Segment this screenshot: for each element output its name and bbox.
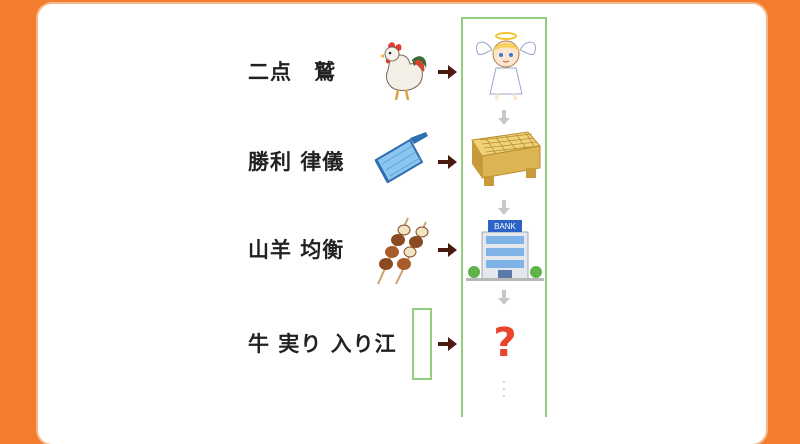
puzzle-row-2: 勝利 律儀 (0, 131, 800, 192)
dustpan-icon (374, 132, 428, 184)
answer-blank-box (412, 308, 432, 380)
right-arrow-icon (438, 65, 457, 79)
down-arrow-icon (498, 200, 510, 215)
right-arrow-icon (438, 337, 457, 351)
yakitori-skewers-icon (377, 217, 429, 285)
puzzle-row-4: 牛 実り 入り江 (0, 314, 800, 374)
down-arrow-icon (498, 290, 510, 305)
row-4-label: 牛 実り 入り江 (248, 332, 397, 356)
down-arrow-icon (498, 110, 510, 125)
row-1-label: 二点 鷲 (248, 60, 336, 84)
puzzle-row-3: 山羊 均衡 BANK (0, 217, 800, 285)
rooster-icon (380, 42, 427, 101)
answer-column-frame (461, 17, 547, 417)
right-arrow-icon (438, 243, 457, 257)
question-mark: ? (493, 320, 517, 366)
right-arrow-icon (438, 155, 457, 169)
angel-icon (476, 32, 536, 101)
continuation-dots: ··· (501, 375, 507, 405)
bank-building-icon: BANK (466, 220, 544, 281)
row-3-label: 山羊 均衡 (248, 238, 345, 262)
bank-sign-text: BANK (494, 222, 516, 231)
puzzle-row-1: 二点 鷲 (0, 32, 800, 102)
row-2-label: 勝利 律儀 (248, 150, 345, 174)
go-board-icon (471, 131, 541, 186)
